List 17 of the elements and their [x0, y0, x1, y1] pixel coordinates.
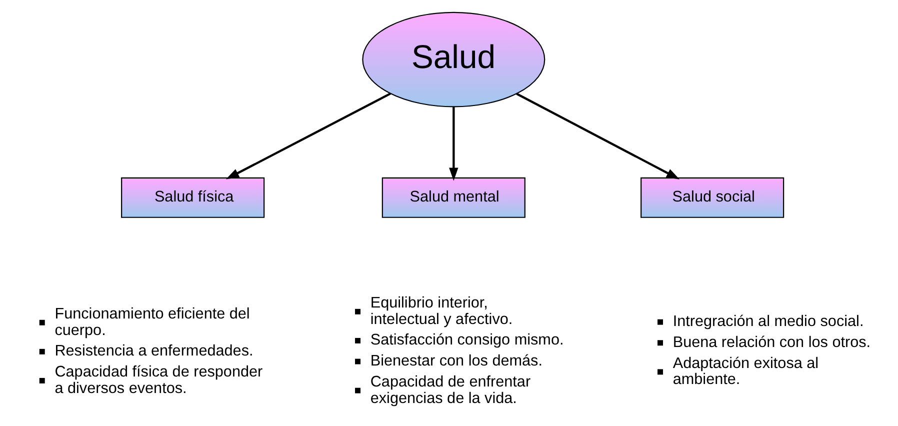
- node-label: Adaptación exitosa al ambiente.: [672, 354, 819, 388]
- node-label: Resistencia a enfermedades.: [54, 342, 254, 360]
- node-box: Salud mental: [382, 177, 526, 218]
- node-label: Capacidad física de responder a diversos eventos.: [54, 364, 263, 397]
- node-label: Equilibrio interior, intelectual y afectivo.: [370, 294, 513, 328]
- node-box: Salud social: [640, 177, 784, 218]
- arrow: [516, 92, 680, 180]
- node-box: Salud física: [121, 177, 265, 218]
- node-label: Buena relación con los otros.: [672, 334, 871, 351]
- node-label: Funcionamiento eficiente del cuerpo.: [54, 305, 250, 339]
- node-label: Intregración al medio social.: [672, 313, 864, 330]
- node-label: Satisfacción consigo mismo.: [370, 332, 564, 349]
- node-ellipse: Salud: [362, 12, 546, 108]
- node-label: Bienestar con los demás.: [370, 352, 542, 370]
- arrow: [449, 107, 458, 181]
- arrow: [226, 92, 392, 180]
- node-label: Capacidad de enfrentar exigencias de la vida.: [370, 373, 531, 407]
